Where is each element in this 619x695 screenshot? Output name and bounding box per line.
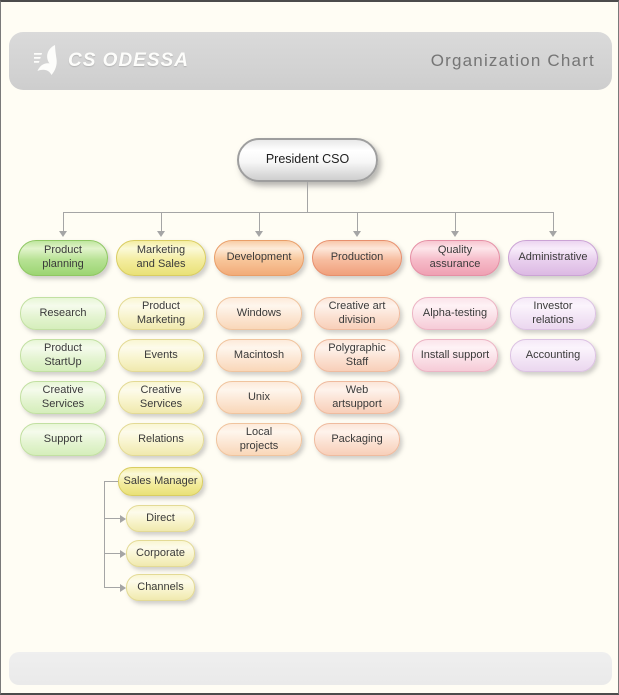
node-label: Relations: [138, 432, 184, 445]
node-label: Polygraphic Staff: [328, 341, 386, 368]
node-label: President CSO: [265, 152, 350, 167]
node-windows[interactable]: Windows: [216, 297, 302, 330]
node-support[interactable]: Support: [20, 423, 106, 456]
node-packaging[interactable]: Packaging: [314, 423, 400, 456]
arrow-right-icon: [120, 550, 126, 558]
connector-line: [63, 212, 553, 213]
connector-line: [357, 212, 358, 231]
node-label: Accounting: [525, 348, 581, 361]
node-label: Corporate: [136, 546, 185, 559]
node-label: Local projects: [239, 425, 279, 452]
node-events[interactable]: Events: [118, 339, 204, 372]
node-label: Packaging: [331, 432, 383, 445]
page-title: Organization Chart: [430, 51, 595, 70]
node-polygraphic-staff[interactable]: Polygraphic Staff: [314, 339, 400, 372]
node-label: Events: [144, 348, 178, 361]
node-label: Unix: [247, 390, 270, 403]
node-label: Channels: [137, 580, 184, 593]
node-label: Sales Manager: [123, 474, 198, 487]
node-quality-assurance[interactable]: Quality assurance: [410, 240, 500, 276]
arrow-down-icon: [59, 231, 67, 237]
node-label: Research: [39, 306, 87, 319]
node-creative-art-division[interactable]: Creative art division: [314, 297, 400, 330]
node-accounting[interactable]: Accounting: [510, 339, 596, 372]
node-product-planning[interactable]: Product planning: [18, 240, 108, 276]
node-product-marketing[interactable]: Product Marketing: [118, 297, 204, 330]
arrow-down-icon: [353, 231, 361, 237]
node-local-projects[interactable]: Local projects: [216, 423, 302, 456]
node-production[interactable]: Production: [312, 240, 402, 276]
node-label: Product StartUp: [44, 341, 82, 368]
node-label: Creative Services: [41, 383, 85, 410]
connector-line: [63, 212, 64, 231]
arrow-right-icon: [120, 584, 126, 592]
node-label: Direct: [146, 511, 175, 524]
node-label: Creative Services: [139, 383, 183, 410]
logo-text: CS ODESSA: [68, 50, 189, 71]
node-development[interactable]: Development: [214, 240, 304, 276]
node-label: Macintosh: [233, 348, 285, 361]
node-corporate[interactable]: Corporate: [126, 540, 195, 567]
connector-line: [161, 212, 162, 231]
node-president-cso[interactable]: President CSO: [237, 138, 378, 182]
connector-line: [259, 212, 260, 231]
node-label: Product planning: [42, 244, 84, 270]
node-unix[interactable]: Unix: [216, 381, 302, 414]
node-administrative[interactable]: Administrative: [508, 240, 598, 276]
node-label: Web artsupport: [332, 383, 382, 410]
node-label: Development: [226, 251, 292, 264]
cs-odessa-logo: CS ODESSA: [34, 32, 189, 90]
node-macintosh[interactable]: Macintosh: [216, 339, 302, 372]
node-investor-relations[interactable]: Investor relations: [510, 297, 596, 330]
node-install-support[interactable]: Install support: [412, 339, 498, 372]
connector-line: [553, 212, 554, 231]
node-label: Administrative: [518, 251, 588, 264]
node-label: Production: [330, 251, 384, 264]
connector-line: [104, 518, 120, 519]
node-label: Product Marketing: [136, 299, 186, 326]
node-product-startup[interactable]: Product StartUp: [20, 339, 106, 372]
node-label: Windows: [236, 306, 282, 319]
node-marketing-and-sales[interactable]: Marketing and Sales: [116, 240, 206, 276]
node-direct[interactable]: Direct: [126, 505, 195, 532]
node-channels[interactable]: Channels: [126, 574, 195, 601]
connector-line: [104, 553, 120, 554]
connector-line: [455, 212, 456, 231]
arrow-down-icon: [549, 231, 557, 237]
connector-line: [307, 182, 308, 212]
arrow-down-icon: [255, 231, 263, 237]
connector-line: [104, 481, 118, 482]
node-label: Support: [43, 432, 83, 445]
node-label: Creative art division: [328, 299, 386, 326]
node-research[interactable]: Research: [20, 297, 106, 330]
arrow-down-icon: [451, 231, 459, 237]
node-web-artsupport[interactable]: Web artsupport: [314, 381, 400, 414]
footer-bar: [9, 652, 612, 685]
node-alpha-testing[interactable]: Alpha-testing: [412, 297, 498, 330]
node-label: Quality assurance: [429, 244, 481, 270]
node-label: Alpha-testing: [422, 306, 488, 319]
node-label: Install support: [420, 348, 490, 361]
connector-line: [104, 481, 105, 588]
node-creative-services-planning[interactable]: Creative Services: [20, 381, 106, 414]
node-creative-services-marketing[interactable]: Creative Services: [118, 381, 204, 414]
arrow-right-icon: [120, 515, 126, 523]
node-sales-manager[interactable]: Sales Manager: [118, 467, 203, 496]
node-label: Marketing and Sales: [136, 244, 186, 270]
node-label: Investor relations: [532, 299, 574, 326]
arrow-down-icon: [157, 231, 165, 237]
swan-swoosh-icon: [34, 44, 64, 78]
connector-line: [104, 587, 120, 588]
node-relations[interactable]: Relations: [118, 423, 204, 456]
header-bar: CS ODESSA Organization Chart: [9, 32, 612, 90]
